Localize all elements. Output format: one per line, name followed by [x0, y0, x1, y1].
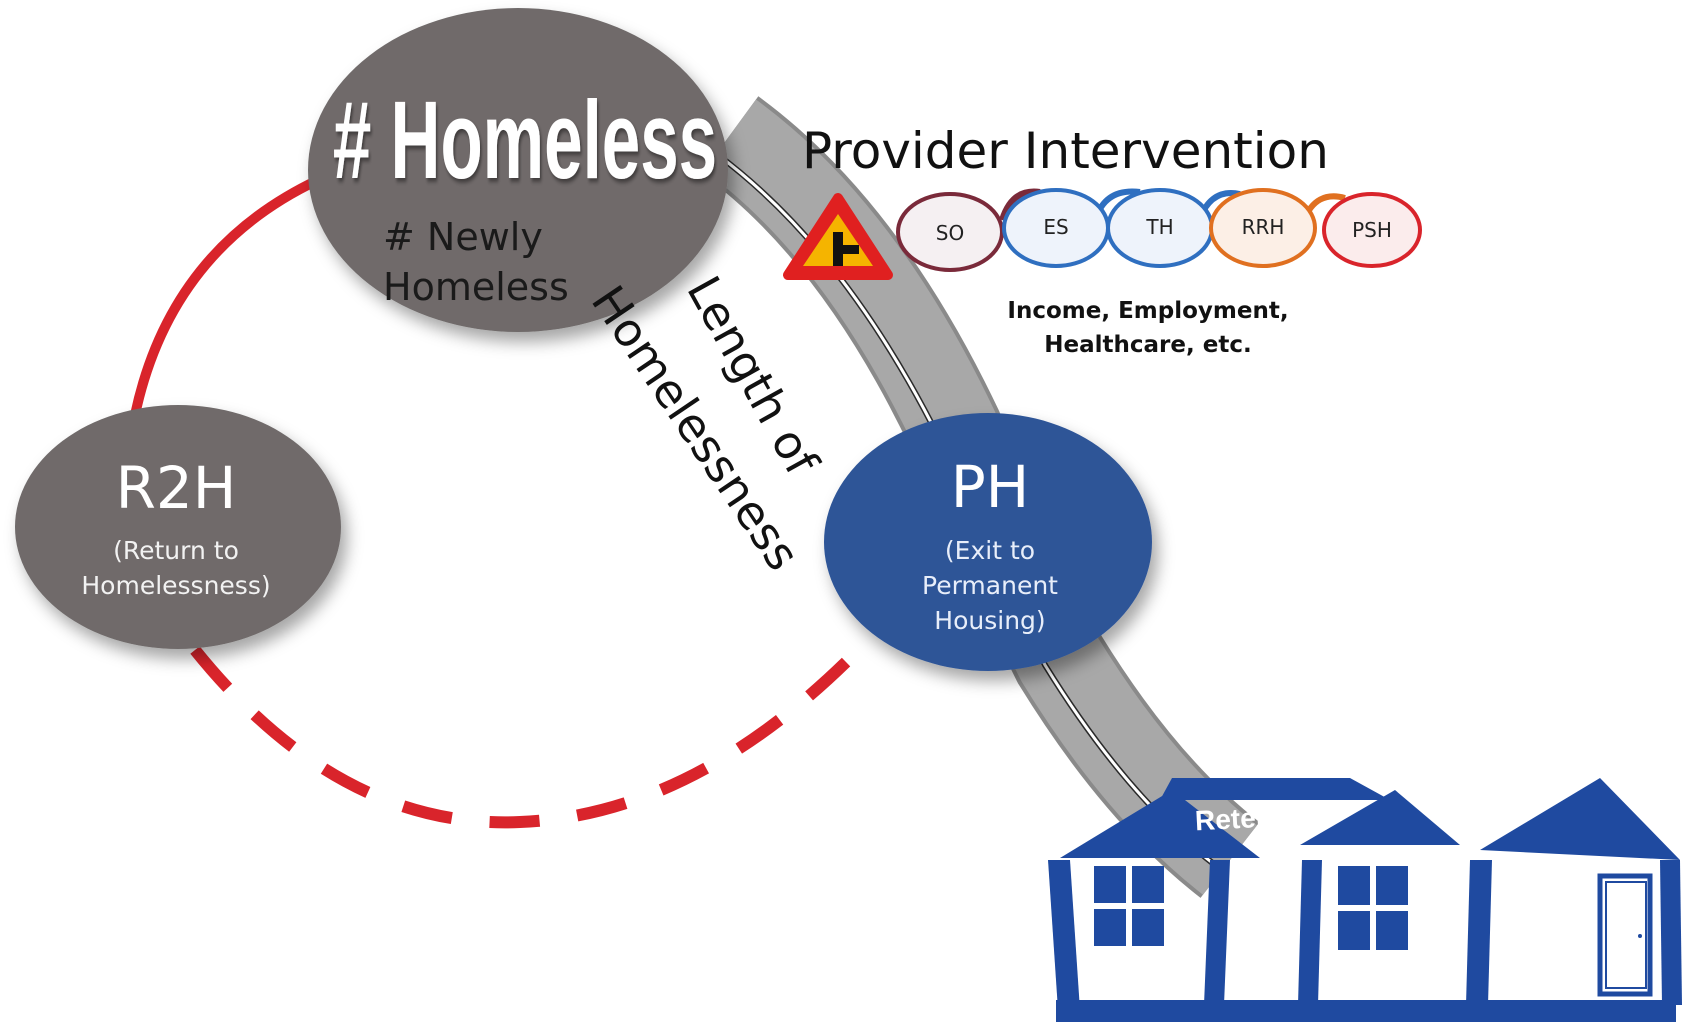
window-left — [1094, 866, 1164, 946]
r2h-line1: (Return to — [113, 536, 239, 565]
homeless-sub-line1: # Newly — [383, 215, 543, 259]
ph-line2: Permanent — [922, 571, 1058, 600]
r2h-line2: Homelessness) — [81, 571, 270, 600]
r2h-title: R2H — [116, 454, 237, 522]
step-so-label: SO — [936, 221, 964, 245]
step-so — [896, 192, 1004, 272]
warning-sign-icon — [783, 193, 893, 280]
step-th-label: TH — [1145, 215, 1173, 239]
loop-dashed-arc — [190, 635, 873, 829]
homeless-title: # Homeless — [333, 79, 717, 202]
ph-node — [824, 413, 1152, 671]
window-middle — [1338, 866, 1408, 950]
loop-solid-arc — [130, 175, 323, 420]
step-rrh-label: RRH — [1242, 215, 1285, 239]
ph-title: PH — [951, 453, 1030, 521]
step-rrh — [1209, 188, 1317, 268]
provider-note-line2: Healthcare, etc. — [1044, 332, 1251, 358]
ph-line3: Housing) — [934, 606, 1045, 635]
house-icon — [1048, 778, 1682, 1022]
r2h-node — [15, 405, 341, 649]
ph-line1: (Exit to — [945, 536, 1035, 565]
provider-title: Provider Intervention — [802, 122, 1329, 180]
homeless-sub-line2: Homeless — [383, 265, 569, 309]
step-psh-label: PSH — [1352, 218, 1392, 242]
provider-chain — [896, 188, 1422, 272]
house-label: Retention — [1194, 799, 1325, 837]
door — [1597, 873, 1653, 997]
provider-note-line1: Income, Employment, — [1007, 298, 1288, 324]
step-es-label: ES — [1043, 215, 1068, 239]
homeless-node — [308, 8, 728, 332]
step-psh — [1322, 192, 1422, 268]
